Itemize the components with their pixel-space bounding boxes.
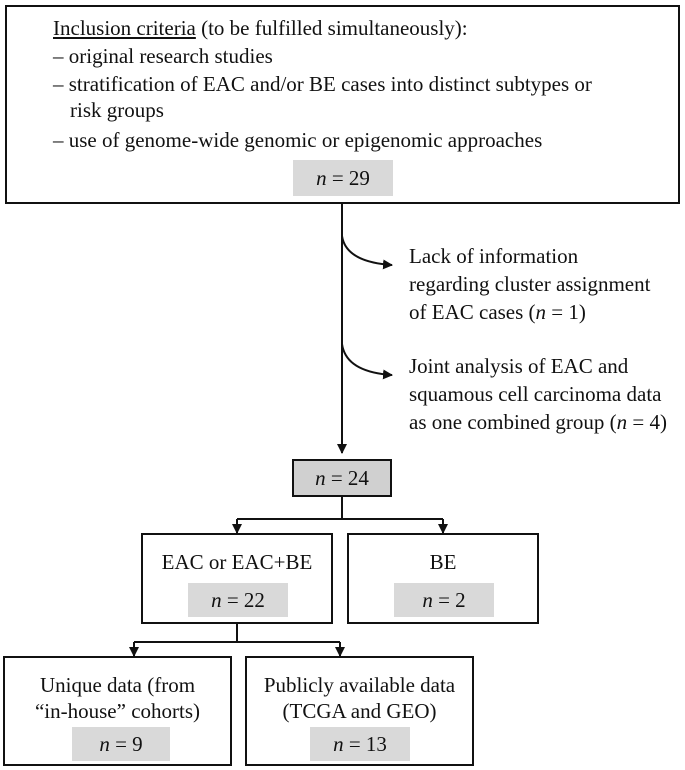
- public-data-line-1: Publicly available data: [263, 673, 456, 697]
- inclusion-criteria-title-suffix: (to be fulfilled simultaneously):: [195, 16, 468, 40]
- eac-group-count: n = 22: [188, 583, 288, 617]
- unique-data-line-2: “in-house” cohorts): [34, 699, 201, 723]
- inclusion-criteria-heading: Inclusion criteria (to be fulfilled simu…: [53, 15, 468, 41]
- exclusion-2-line-1: Joint analysis of EAC and: [409, 354, 629, 378]
- public-data-line-2: (TCGA and GEO): [282, 699, 437, 723]
- public-data-count: n = 13: [310, 727, 410, 761]
- unique-data-box: Unique data (from “in-house” cohorts) n …: [3, 656, 232, 766]
- be-group-box: BE n = 2: [347, 533, 539, 624]
- eac-group-label: EAC or EAC+BE: [161, 550, 313, 574]
- exclusion-1-line-1: Lack of information: [409, 244, 579, 268]
- inclusion-count: n = 29: [293, 160, 393, 196]
- unique-data-line-1: Unique data (from: [39, 673, 196, 697]
- inclusion-item-1: – original research studies: [53, 44, 273, 68]
- public-data-box: Publicly available data (TCGA and GEO) n…: [245, 656, 474, 766]
- inclusion-item-3: – use of genome-wide genomic or epigenom…: [53, 128, 543, 152]
- inclusion-criteria-box: Inclusion criteria (to be fulfilled simu…: [5, 5, 680, 204]
- unique-data-count: n = 9: [72, 727, 170, 761]
- exclusion-2-line-3: as one combined group (n = 4): [409, 410, 667, 434]
- eac-group-box: EAC or EAC+BE n = 22: [141, 533, 333, 624]
- be-group-label: BE: [429, 550, 457, 574]
- be-group-count: n = 2: [394, 583, 494, 617]
- inclusion-criteria-title: Inclusion criteria: [53, 16, 196, 40]
- after-exclusion-count: n = 24: [292, 459, 392, 497]
- inclusion-item-2-cont: risk groups: [70, 98, 164, 122]
- exclusion-1-line-3: of EAC cases (n = 1): [409, 300, 586, 324]
- exclusion-1-line-2: regarding cluster assignment: [409, 272, 651, 296]
- inclusion-item-2: – stratification of EAC and/or BE cases …: [53, 72, 592, 96]
- exclusion-2-line-2: squamous cell carcinoma data: [409, 382, 662, 406]
- exclusion-arrow-1: [341, 235, 393, 270]
- exclusion-arrow-2: [341, 343, 393, 380]
